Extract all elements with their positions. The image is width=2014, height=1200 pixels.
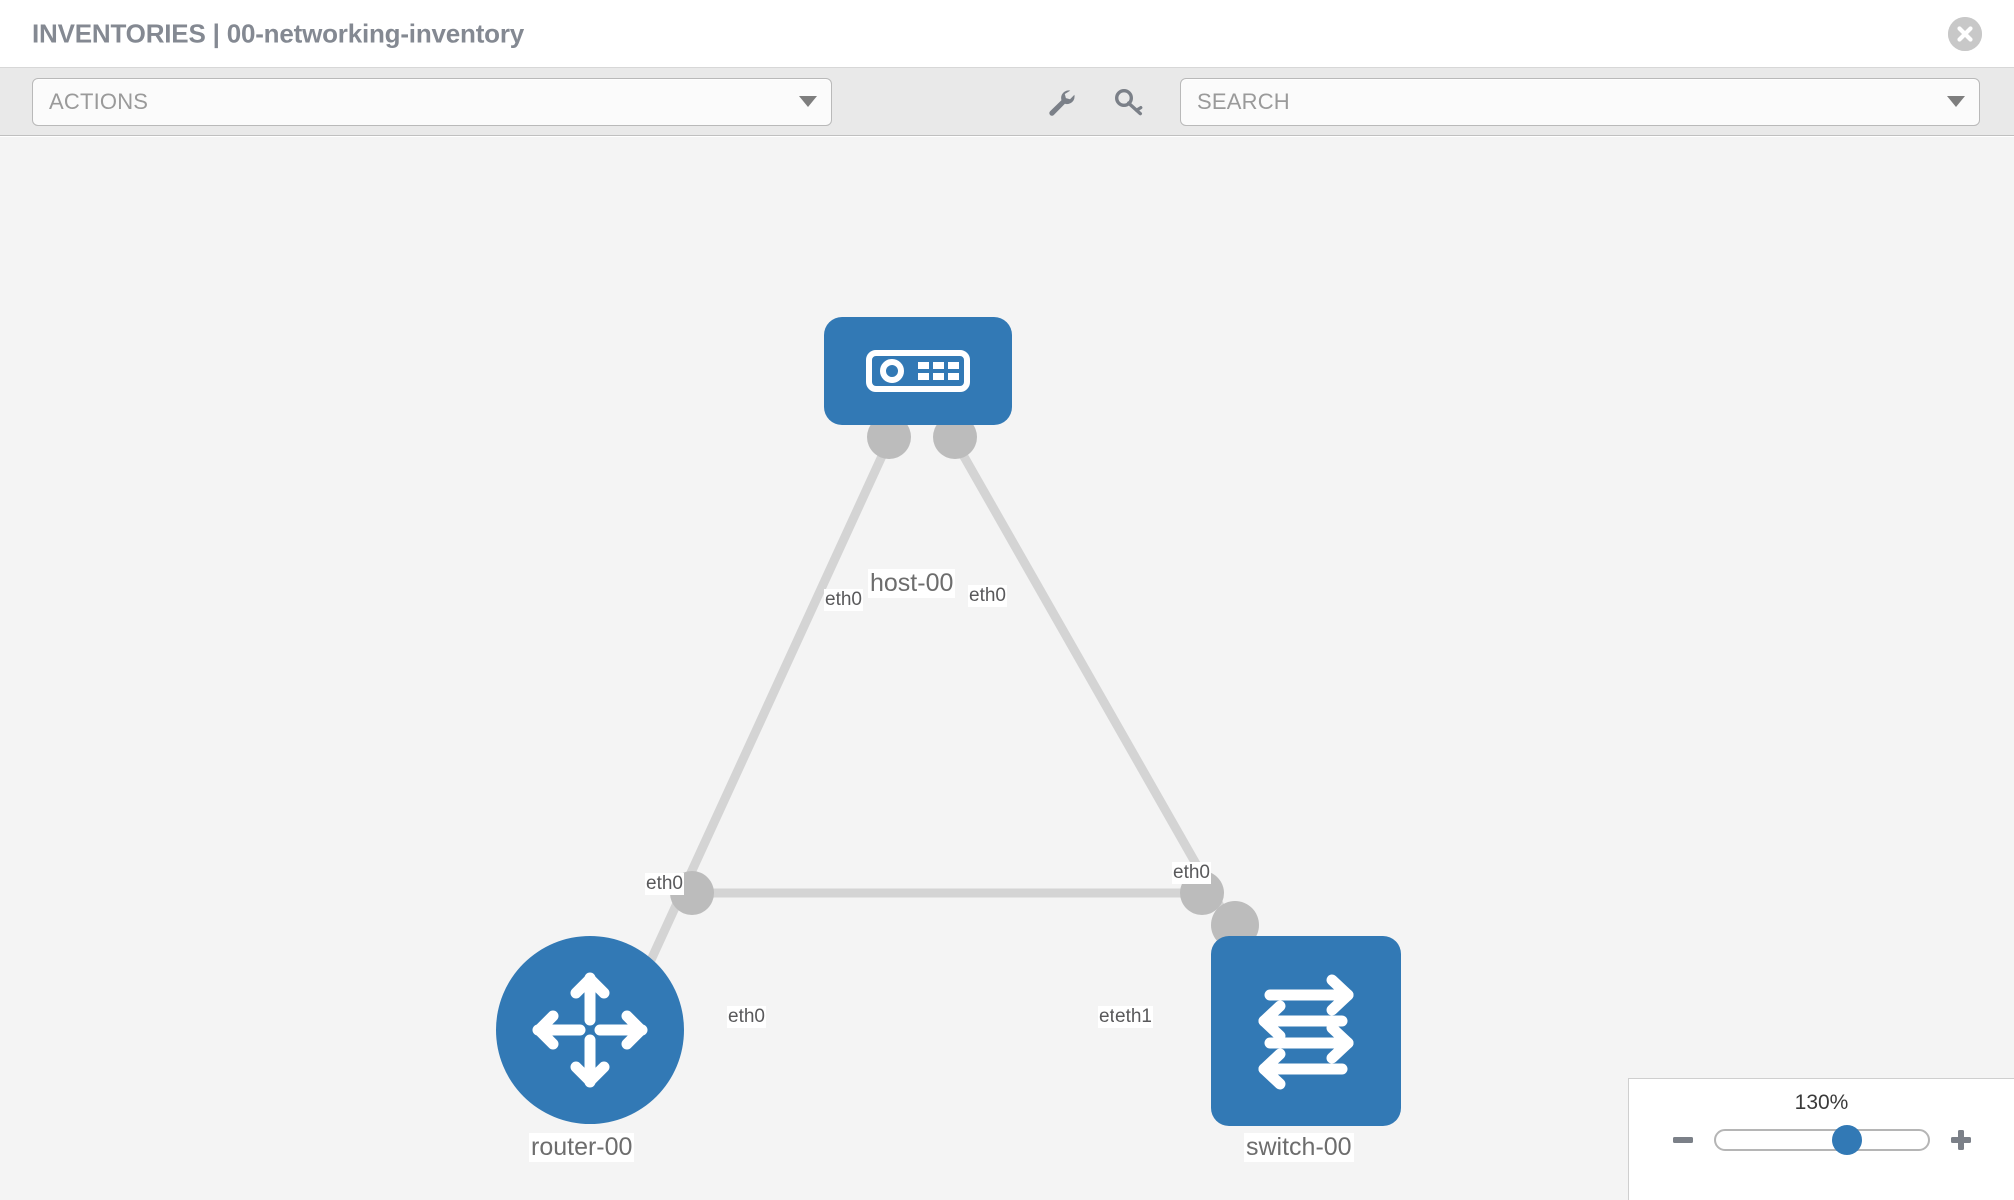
zoom-out-button[interactable]	[1670, 1127, 1696, 1153]
host-node-shape[interactable]	[824, 317, 1012, 425]
topology-links	[646, 415, 1259, 962]
iface-label-router-right: eth0	[727, 1006, 766, 1028]
actions-dropdown-label: ACTIONS	[49, 88, 149, 114]
link-endpoint-host-right	[933, 415, 977, 459]
node-label-switch-00: switch-00	[1244, 1133, 1354, 1162]
switch-node-shape[interactable]	[1211, 936, 1401, 1126]
page-header: INVENTORIES | 00-networking-inventory	[0, 0, 2014, 68]
router-node-shape[interactable]	[496, 936, 684, 1124]
zoom-control-row	[1629, 1125, 2014, 1155]
key-icon[interactable]	[1108, 81, 1150, 123]
node-label-router-00: router-00	[529, 1133, 635, 1162]
iface-label-router-up: eth0	[645, 873, 684, 895]
zoom-control-panel: 130%	[1628, 1078, 2014, 1200]
plus-icon	[1950, 1130, 1971, 1150]
search-input[interactable]: SEARCH	[1180, 77, 1980, 126]
chevron-down-icon	[799, 96, 817, 107]
server-appliance-icon	[866, 350, 970, 392]
router-four-arrows-icon	[532, 972, 648, 1088]
iface-label-host-right: eth0	[968, 585, 1007, 607]
node-router-00[interactable]	[496, 936, 684, 1124]
iface-label-switch-left-front: eth1	[1114, 1006, 1153, 1028]
iface-label-switch-up: eth0	[1172, 862, 1211, 884]
node-switch-00[interactable]	[1211, 936, 1401, 1126]
zoom-level-value: 130%	[1794, 1091, 1849, 1114]
toolbar: ACTIONS SEARCH	[0, 68, 2014, 136]
switch-bidirectional-arrows-icon	[1258, 974, 1354, 1090]
iface-label-host-left: eth0	[824, 589, 863, 611]
page-title: INVENTORIES | 00-networking-inventory	[32, 18, 525, 48]
node-label-host-00: host-00	[868, 569, 956, 598]
node-host-00[interactable]	[824, 317, 1012, 425]
wrench-icon[interactable]	[1040, 81, 1082, 123]
search-input-placeholder: SEARCH	[1197, 88, 1290, 114]
zoom-slider-track[interactable]	[1713, 1125, 1930, 1155]
zoom-slider-thumb[interactable]	[1831, 1125, 1862, 1155]
link-endpoint-host-left	[867, 415, 911, 459]
zoom-in-button[interactable]	[1948, 1127, 1974, 1153]
actions-dropdown[interactable]: ACTIONS	[32, 77, 832, 126]
close-icon[interactable]	[1948, 16, 1982, 51]
minus-icon	[1672, 1137, 1693, 1143]
chevron-down-icon	[1947, 96, 1965, 107]
link-host00-switch00	[946, 429, 1236, 930]
topology-canvas[interactable]: host-00 eth0 eth0	[0, 137, 2014, 1200]
